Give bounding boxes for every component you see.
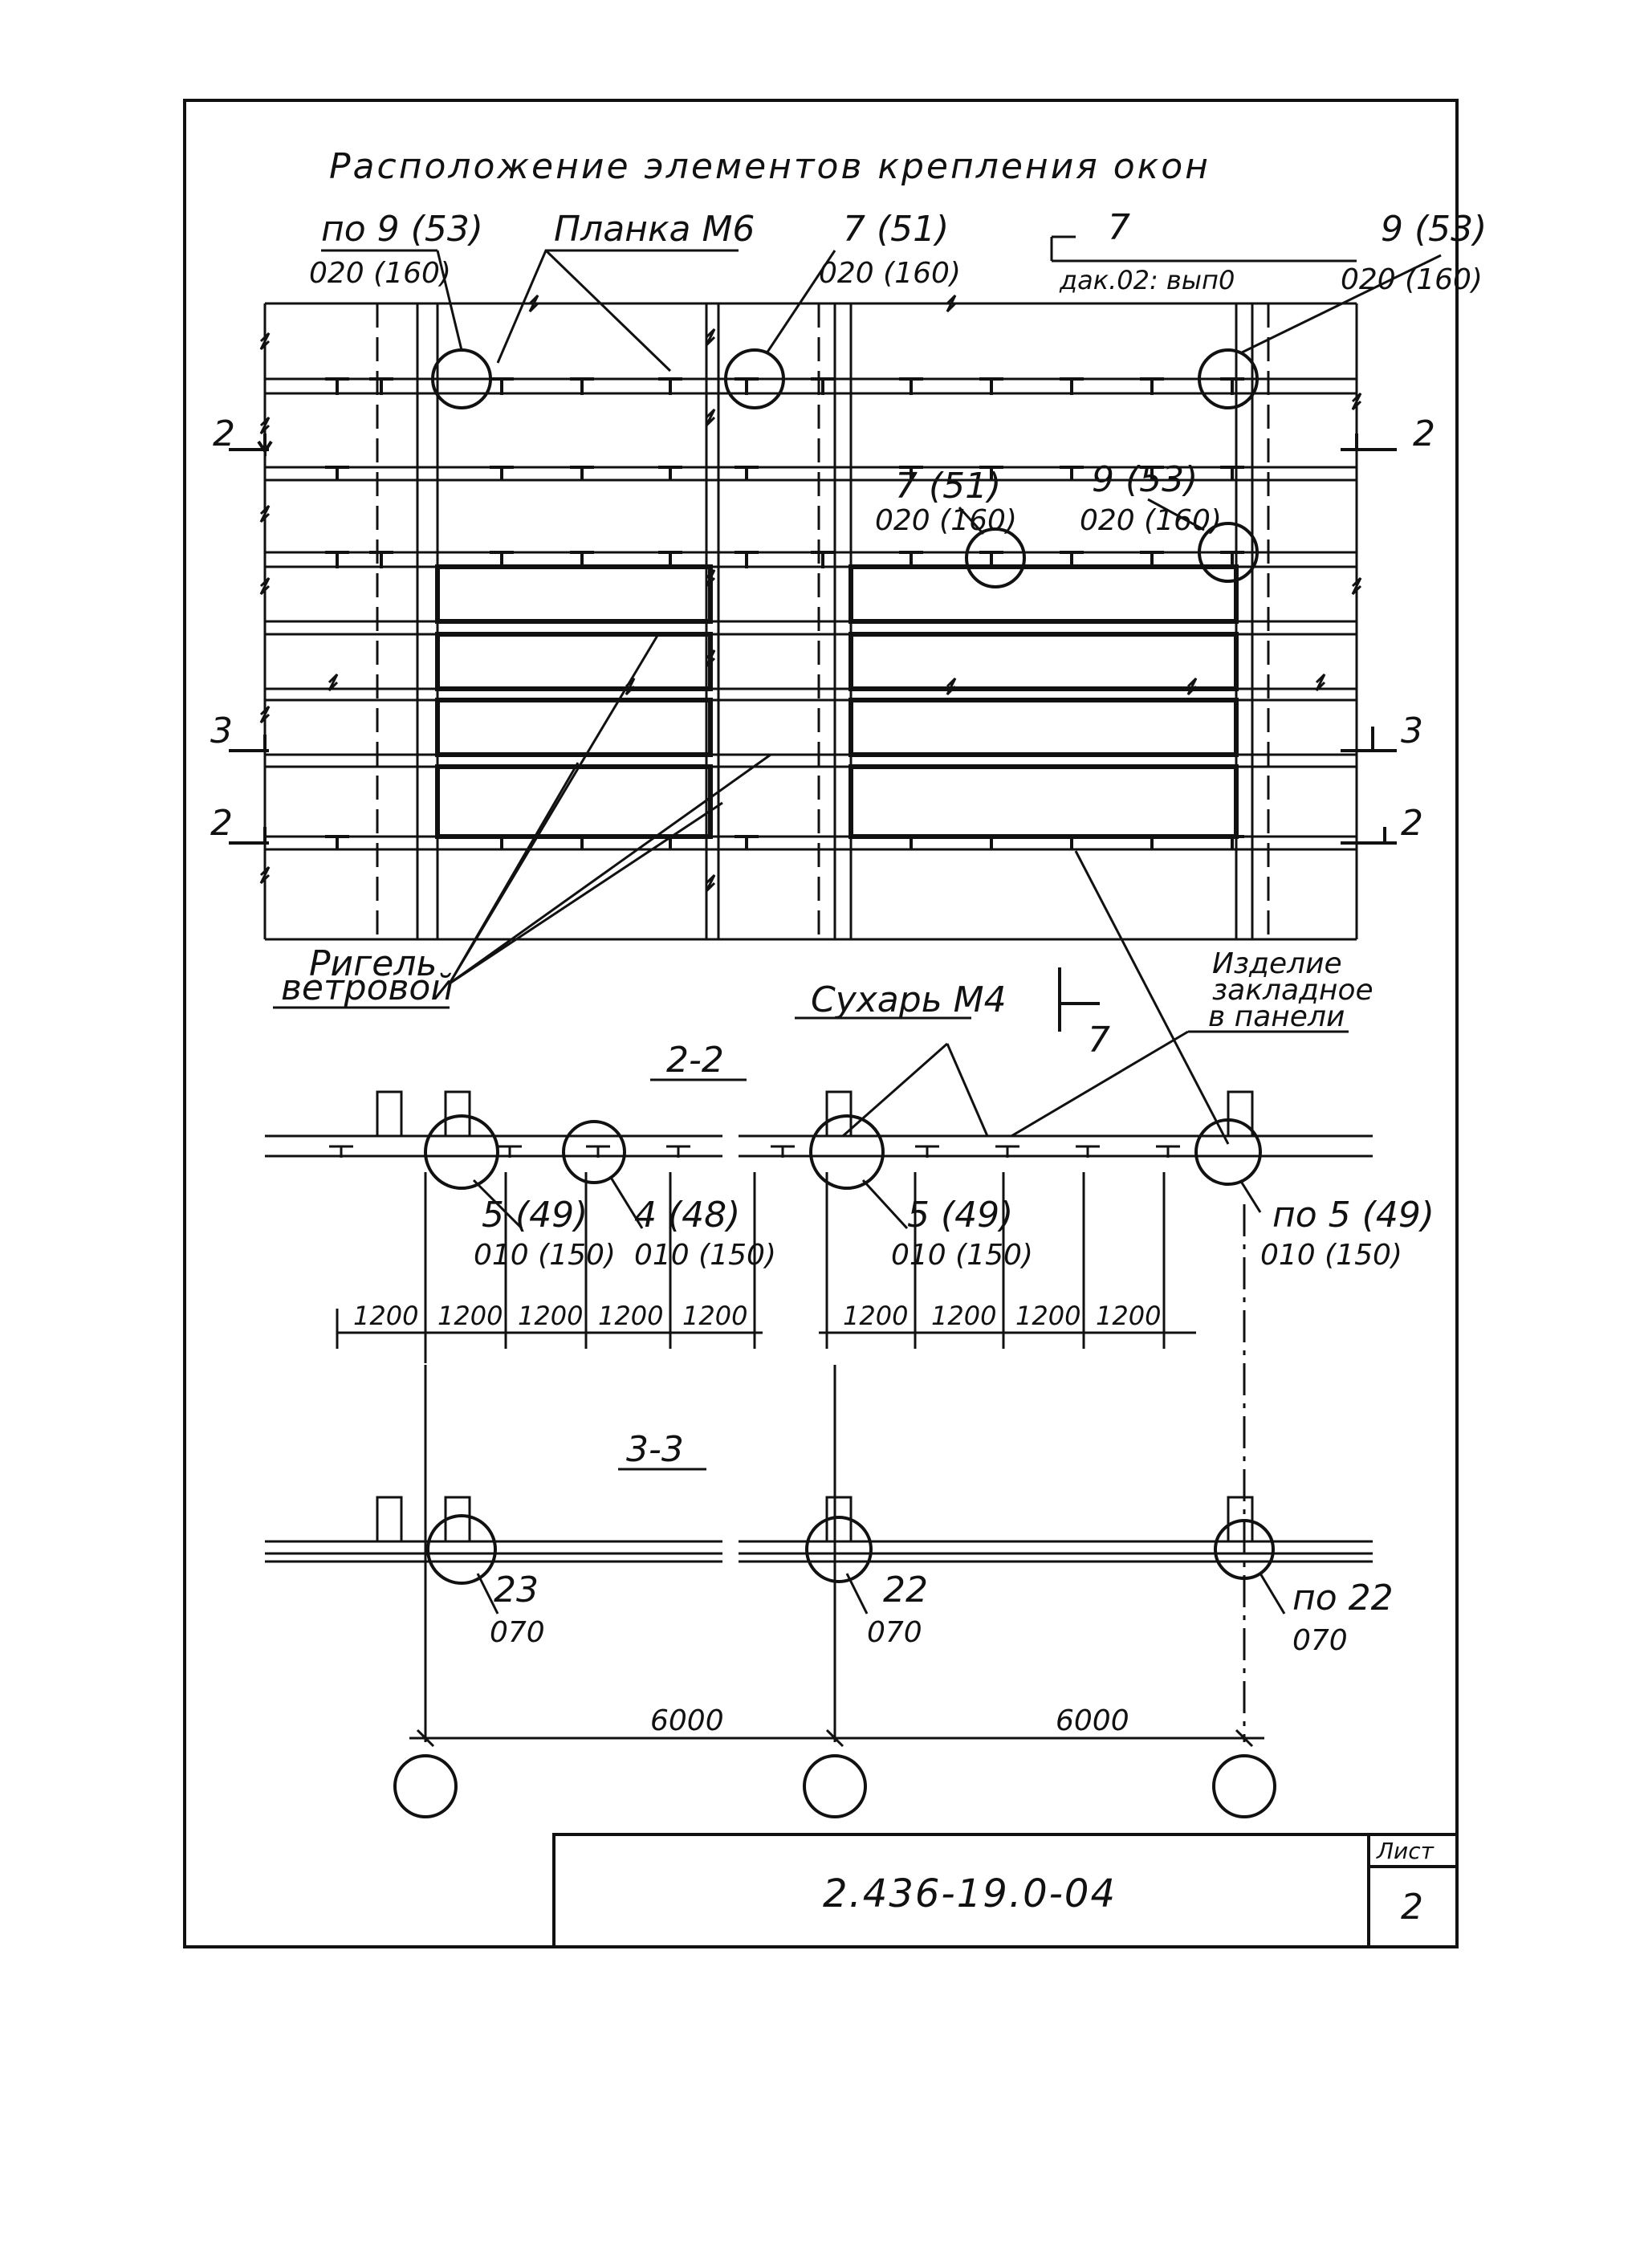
dim-2-2-left-2: 1200 [437,1301,503,1331]
callout-top-mid-num: 7 (51) [843,209,949,250]
plank-label: Планка М6 [554,209,755,250]
plan-callouts: по 9 (53) 020 (160) Планка М6 7 (51) 020… [210,207,1487,1061]
section-2-2-c1-sub: 010 (150) [474,1239,616,1272]
fastener-clips [325,377,1244,849]
section-mark-2-right-top: 2 [1413,413,1435,454]
view-arrow-bottom [1058,967,1100,1032]
drawing-title: Расположение элементов крепления окон [329,146,1211,187]
callout-mid-b-sub: 020 (160) [1080,504,1222,537]
section-2-2: 2-2 [265,1030,1434,1429]
callout-top-right-sub: 020 (160) [1341,263,1483,296]
section-3-3: 3-3 23 070 22 070 по 22 070 [265,1204,1394,1742]
section-mark-2-left-bottom: 2 [210,803,233,844]
section-3-3-c2-sub: 070 [867,1616,922,1649]
axis-grid: 6000 6000 [393,1704,1276,1818]
dim-2-2-right-3: 1200 [1015,1301,1080,1331]
rigel-label-line1: Ригель [309,943,437,984]
section-2-2-c1-num: 5 (49) [482,1195,588,1236]
view-mark-bottom: 7 [1088,1020,1110,1061]
axis-dim-1: 6000 [650,1704,724,1737]
callout-top-right-num: 9 (53) [1381,209,1487,250]
section-3-3-c3-sub: 070 [1292,1624,1348,1657]
sheet-label: Лист [1376,1838,1434,1864]
sheet-number: 2 [1401,1887,1423,1928]
dim-2-2-left-5: 1200 [682,1301,747,1331]
section-mark-3-right: 3 [1401,711,1423,751]
section-mark-3-left: 3 [210,711,233,751]
dim-2-2-right-1: 1200 [843,1301,908,1331]
facade-plan [229,235,1442,1145]
rigel-label-line2: ветровой [281,967,454,1008]
section-3-3-c2-num: 22 [883,1570,928,1610]
dim-2-2-left-1: 1200 [353,1301,418,1331]
section-2-2-c3-num: 5 (49) [907,1195,1013,1236]
document-code: 2.436-19.0-04 [823,1871,1117,1916]
dim-2-2-left-3: 1200 [518,1301,583,1331]
callout-mid-b-num: 9 (53) [1092,459,1198,500]
title-block: 2.436-19.0-04 Лист 2 [552,1833,1459,1948]
callout-mid-a-sub: 020 (160) [875,504,1017,537]
section-2-2-c4-num: по 5 (49) [1272,1195,1434,1236]
section-2-2-c4-sub: 010 (150) [1260,1239,1402,1272]
section-2-2-title: 2-2 [666,1040,724,1081]
dim-2-2-right-2: 1200 [931,1301,996,1331]
section-3-3-title: 3-3 [626,1429,684,1470]
callout-mid-a-num: 7 (51) [895,466,1001,507]
section-2-2-c2-sub: 010 (150) [634,1239,776,1272]
section-mark-2-left-top: 2 [213,413,235,454]
callout-top-left-sub: 020 (160) [309,257,451,290]
izdelie-label-line3: в панели [1208,1000,1345,1033]
callout-top-mid-sub: 020 (160) [819,257,961,290]
view-reference: дак.02: вып0 [1059,265,1235,295]
sukhar-label: Сухарь М4 [811,979,1007,1020]
section-3-3-c1-num: 23 [494,1570,539,1610]
section-2-2-c2-num: 4 (48) [634,1195,740,1236]
dim-2-2-right-4: 1200 [1096,1301,1161,1331]
section-mark-2-right-bottom: 2 [1401,803,1423,844]
section-2-2-c3-sub: 010 (150) [891,1239,1033,1272]
section-3-3-c3-num: по 22 [1292,1578,1394,1619]
izdelie-label-line2: закладное [1212,974,1373,1007]
view-number: 7 [1108,207,1130,248]
callout-top-left-num: по 9 (53) [321,209,483,250]
axis-dim-2: 6000 [1056,1704,1129,1737]
dim-2-2-left-4: 1200 [598,1301,663,1331]
section-3-3-c1-sub: 070 [490,1616,545,1649]
izdelie-label-line1: Изделие [1212,947,1342,980]
